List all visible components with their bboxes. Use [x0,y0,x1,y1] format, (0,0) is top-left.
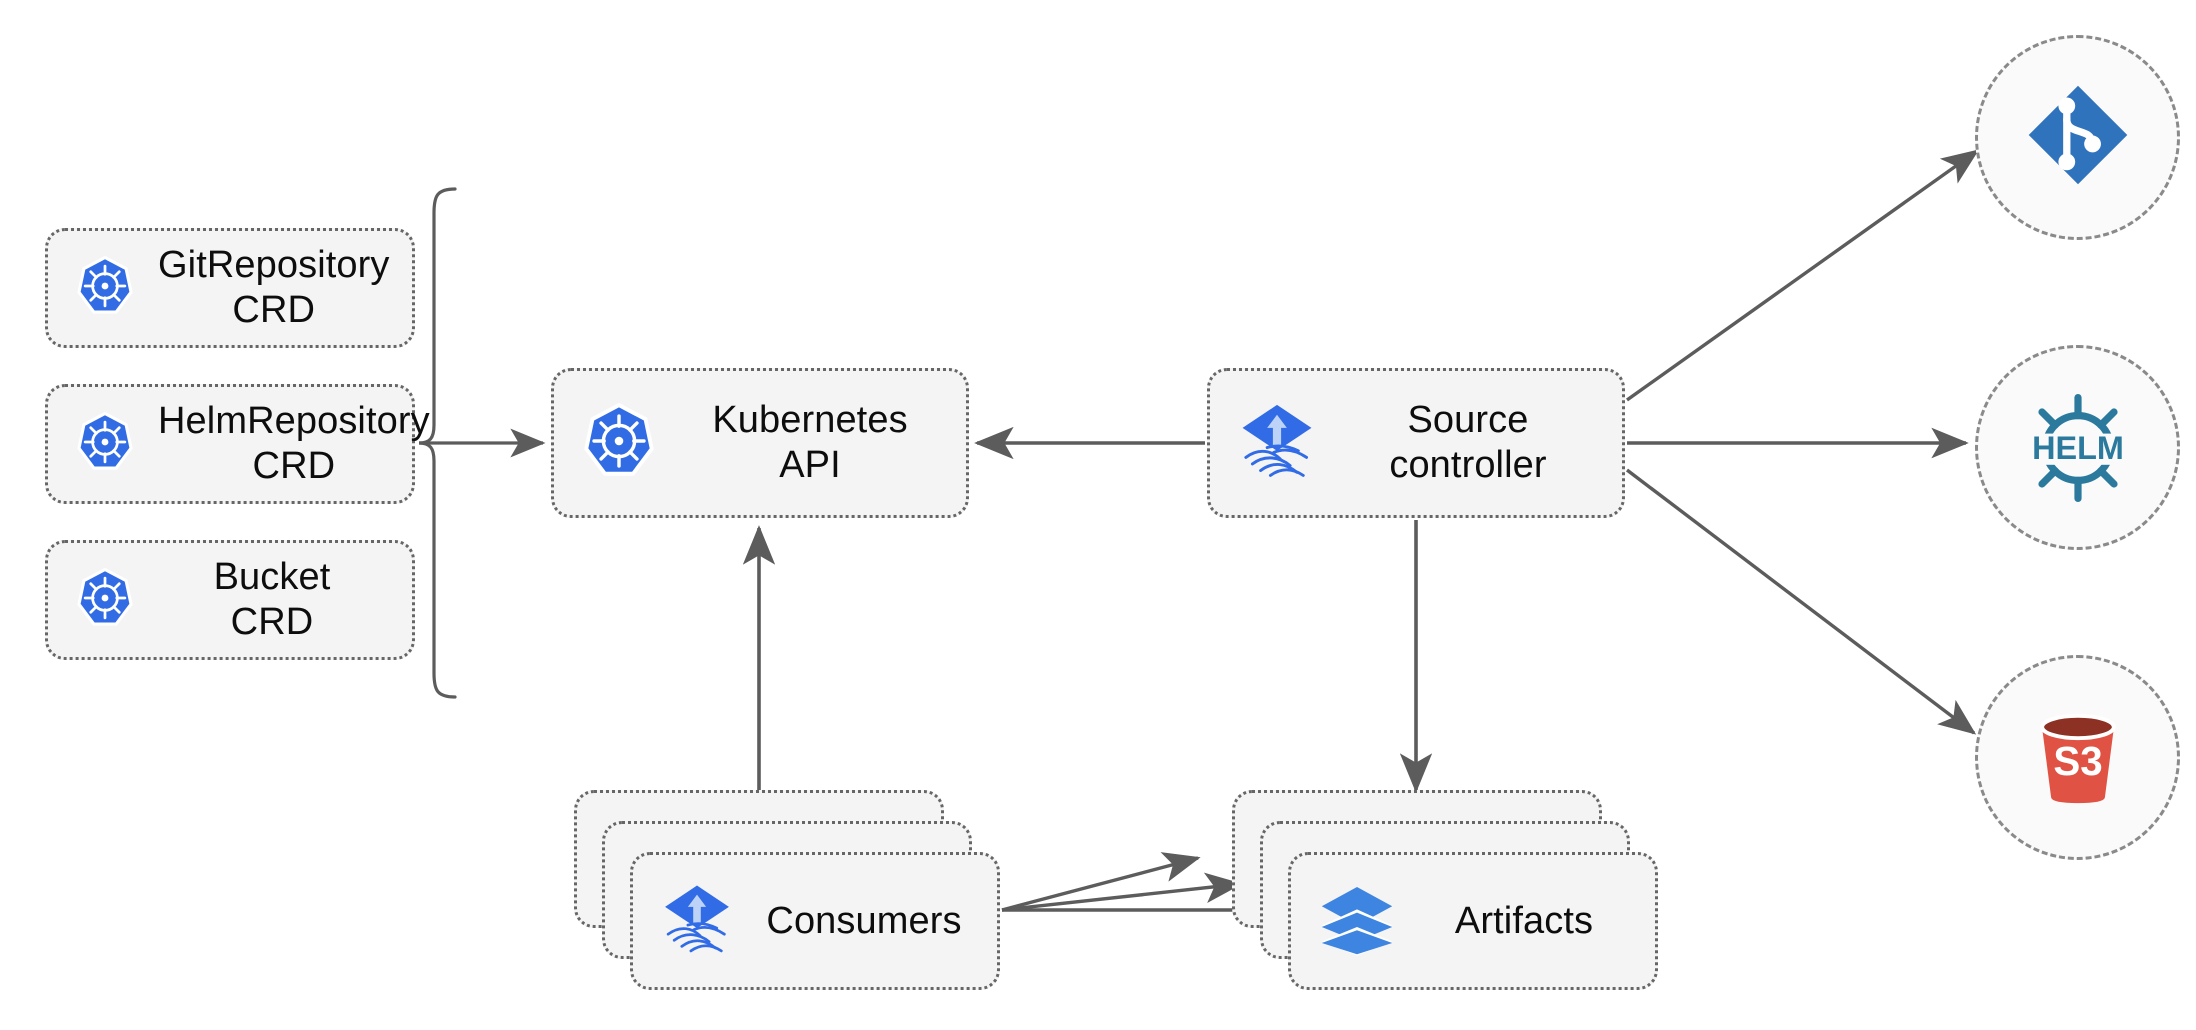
git-icon [2022,79,2134,196]
node-consumers[interactable]: Consumers [630,852,1000,990]
kubernetes-icon [74,567,136,634]
node-label: Source controller [1389,399,1547,486]
node-source-controller[interactable]: Source controller [1207,368,1625,518]
flux-icon [659,881,735,962]
edge-consumers-to-artifacts-2 [1001,872,1243,912]
crd-label: HelmRepository CRD [158,400,430,487]
helm-icon: HELM [2018,388,2138,508]
node-kubernetes-api[interactable]: Kubernetes API [551,368,969,518]
node-label: Consumers [766,899,962,942]
node-artifacts[interactable]: Artifacts [1288,852,1658,990]
crd-node-git-repository[interactable]: GitRepository CRD [45,228,415,348]
crd-label: Bucket CRD [213,556,331,643]
layers-icon [1317,879,1397,964]
edge-source-controller-to-s3 [1625,468,1977,735]
s3-icon: S3 [2022,699,2134,816]
kubernetes-icon [580,402,658,485]
external-source-git[interactable] [1975,35,2180,240]
edge-source-controller-to-git [1626,149,1980,402]
helm-label: HELM [2032,429,2124,465]
kubernetes-icon [74,411,136,478]
external-source-s3[interactable]: S3 [1975,655,2180,860]
flux-icon [1236,400,1318,487]
s3-label: S3 [2053,738,2102,784]
external-source-helm[interactable]: HELM [1975,345,2180,550]
crd-node-helm-repository[interactable]: HelmRepository CRD [45,384,430,504]
node-label: Kubernetes API [712,399,908,486]
crd-node-bucket[interactable]: Bucket CRD [45,540,415,660]
node-label: Artifacts [1454,899,1594,942]
edge-consumers-to-artifacts-1 [1001,852,1201,912]
kubernetes-icon [74,255,136,322]
crd-label: GitRepository CRD [158,244,390,331]
